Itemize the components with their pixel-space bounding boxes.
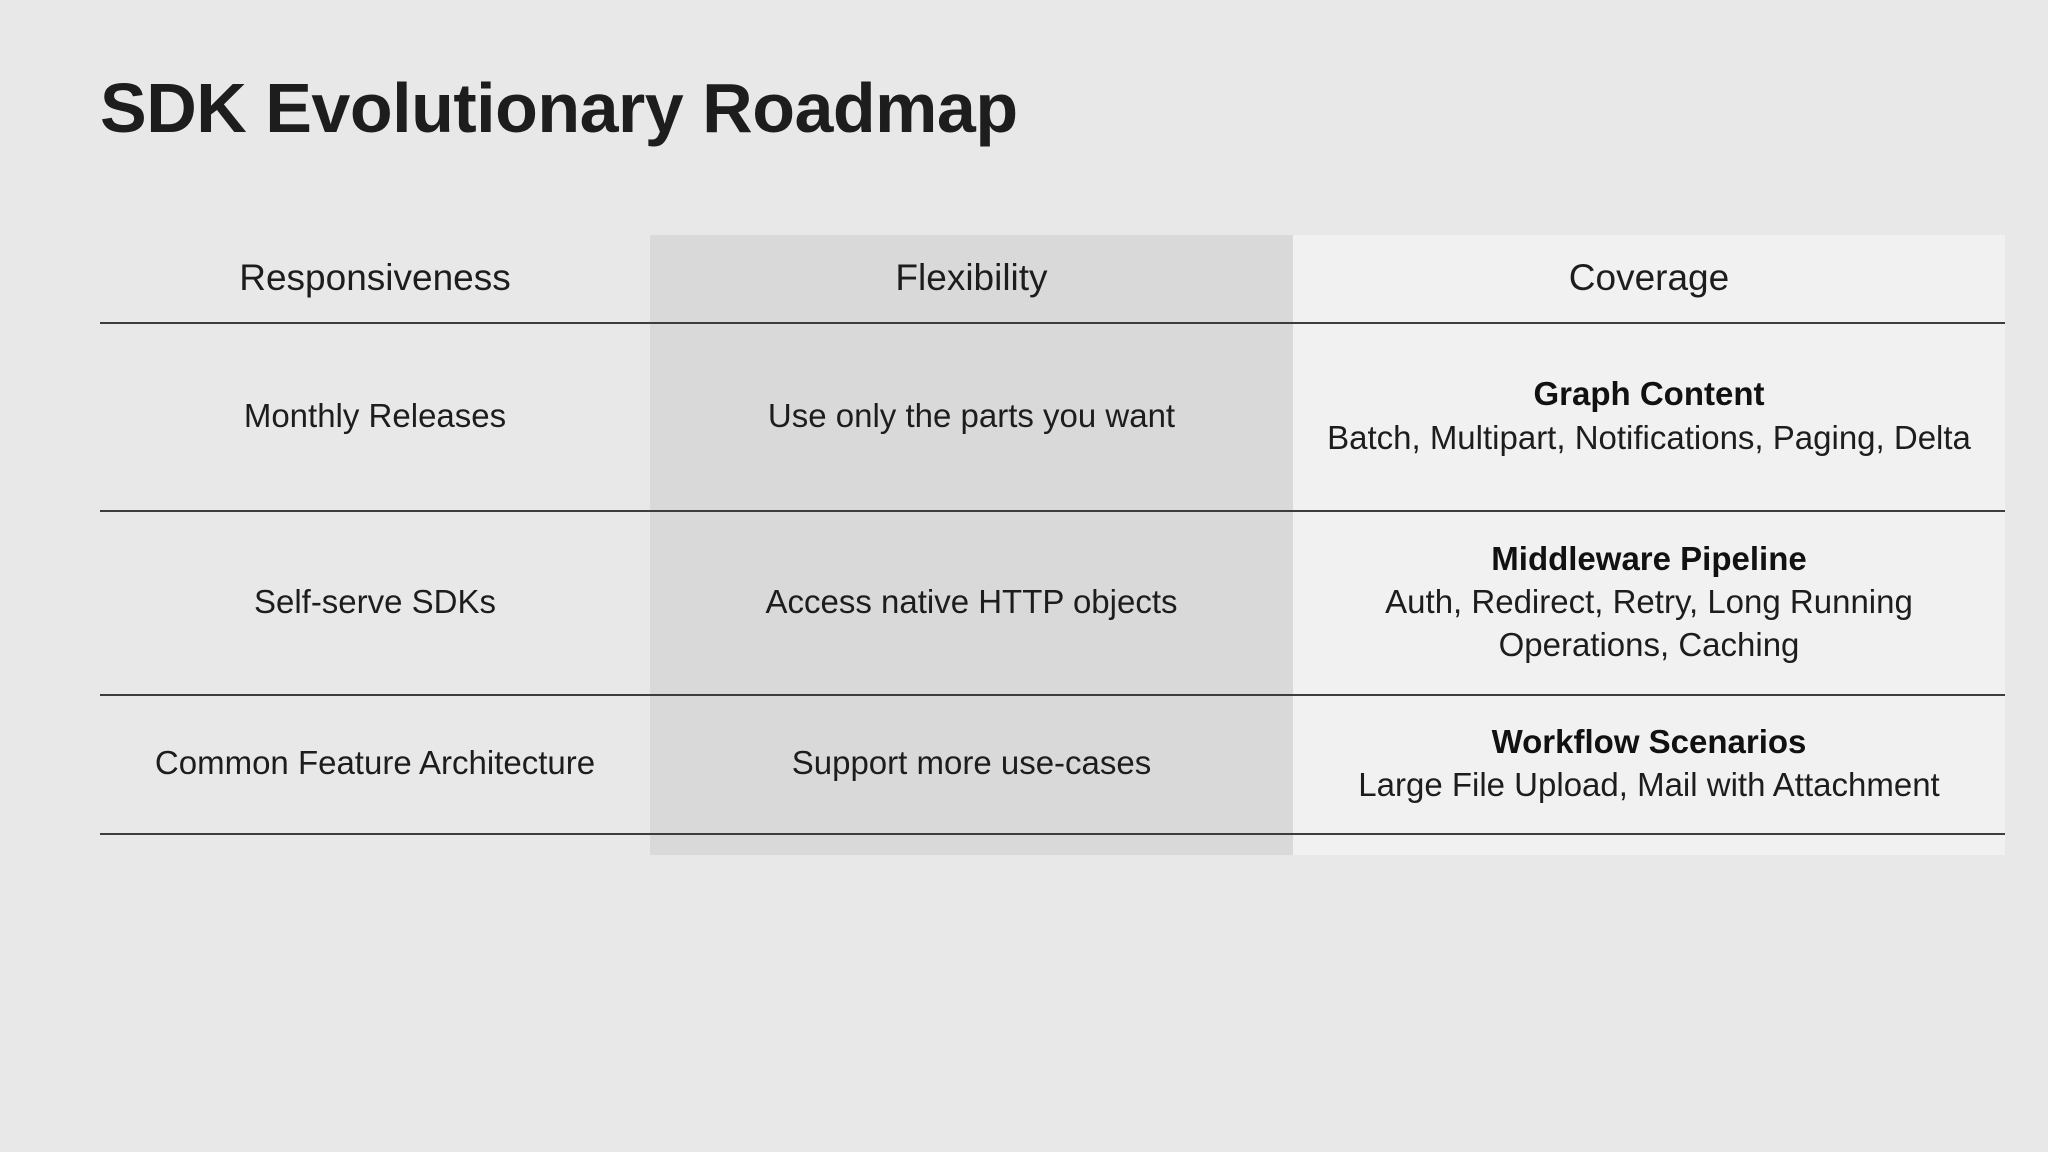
coverage-detail: Large File Upload, Mail with Attachment (1358, 766, 1940, 803)
table-rule-row-2 (100, 694, 2005, 696)
cell-text: Use only the parts you want (767, 396, 1176, 434)
table-grid: Responsiveness Flexibility Coverage Mont… (100, 235, 2005, 855)
cell-text: Access native HTTP objects (765, 582, 1178, 620)
table-rule-header (100, 322, 2005, 324)
column-header-label: Coverage (1568, 257, 1730, 299)
table-rule-row-1 (100, 510, 2005, 512)
column-header-coverage: Coverage (1293, 235, 2005, 322)
cell-text: Monthly Releases (243, 396, 507, 434)
page-title: SDK Evolutionary Roadmap (100, 69, 1018, 147)
column-band-flexibility (650, 235, 1293, 855)
table-cell-flexibility-1: Use only the parts you want (650, 322, 1293, 510)
table-cell-coverage-1: Graph Content Batch, Multipart, Notifica… (1293, 322, 2005, 510)
table-cell-responsiveness-3: Common Feature Architecture (100, 694, 650, 833)
table-cell-coverage-2: Middleware Pipeline Auth, Redirect, Retr… (1293, 510, 2005, 694)
column-header-label: Flexibility (895, 257, 1048, 299)
coverage-title: Middleware Pipeline (1491, 540, 1807, 578)
column-header-label: Responsiveness (239, 257, 511, 299)
column-header-flexibility: Flexibility (650, 235, 1293, 322)
coverage-detail: Batch, Multipart, Notifications, Paging,… (1327, 418, 1971, 456)
cell-text: Self-serve SDKs (253, 582, 497, 620)
coverage-title: Workflow Scenarios (1491, 722, 1807, 760)
roadmap-table: Responsiveness Flexibility Coverage Mont… (100, 235, 2005, 855)
table-rule-row-3 (100, 833, 2005, 835)
cell-text: Support more use-cases (791, 744, 1152, 782)
coverage-detail: Auth, Redirect, Retry, Long Running Oper… (1385, 583, 1913, 663)
table-cell-flexibility-3: Support more use-cases (650, 694, 1293, 833)
table-cell-responsiveness-1: Monthly Releases (100, 322, 650, 510)
coverage-title: Graph Content (1533, 375, 1765, 413)
column-header-responsiveness: Responsiveness (100, 235, 650, 322)
table-cell-coverage-3: Workflow Scenarios Large File Upload, Ma… (1293, 694, 2005, 833)
cell-text: Common Feature Architecture (154, 744, 596, 782)
table-cell-flexibility-2: Access native HTTP objects (650, 510, 1293, 694)
column-band-coverage (1293, 235, 2005, 855)
table-cell-responsiveness-2: Self-serve SDKs (100, 510, 650, 694)
